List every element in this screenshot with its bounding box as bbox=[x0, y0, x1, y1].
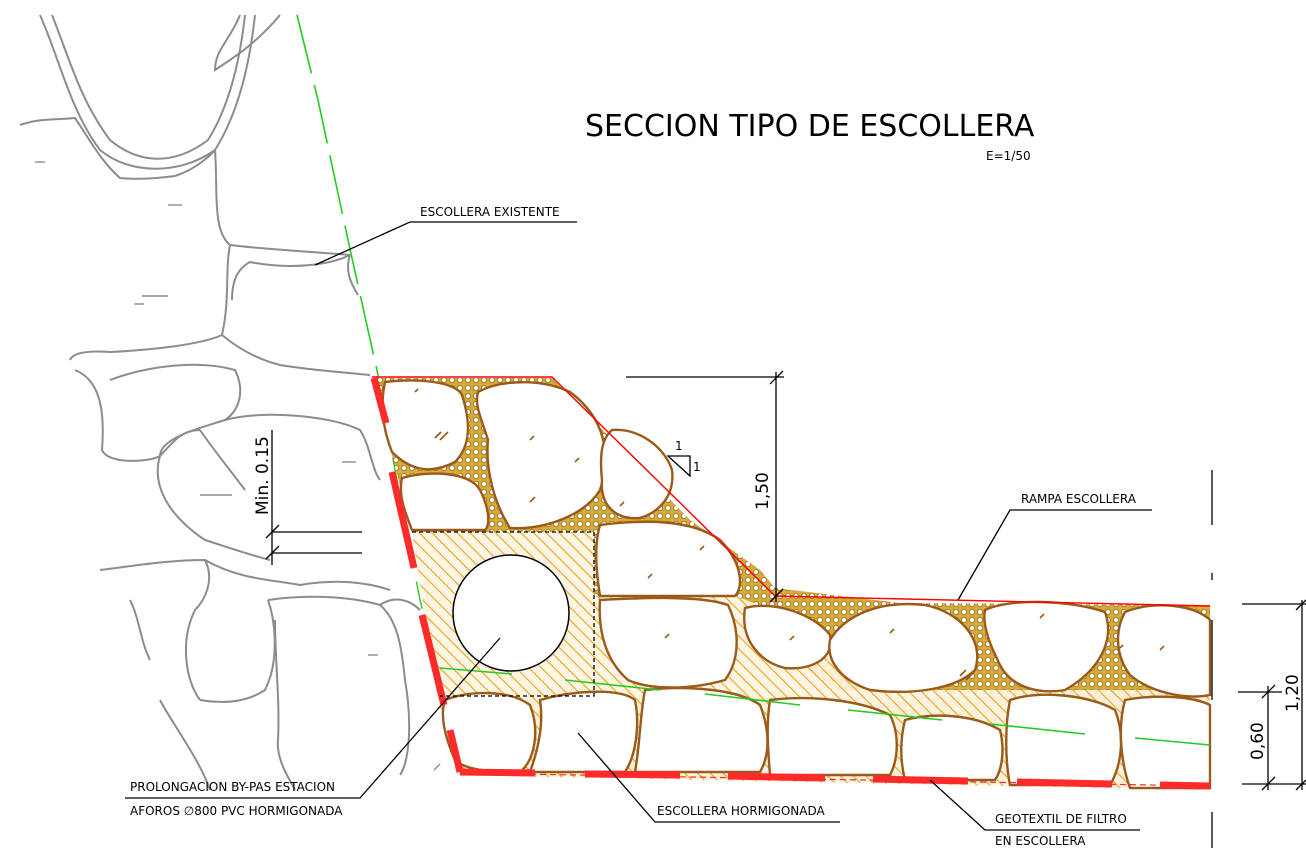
dimension-right bbox=[1211, 470, 1306, 848]
section-outline bbox=[372, 376, 1211, 607]
label-bypass-line2: AFOROS ∅800 PVC HORMIGONADA bbox=[130, 804, 343, 818]
green-ties bbox=[439, 667, 1211, 746]
existing-rockfill bbox=[19, 14, 441, 791]
geotextile-dash-line bbox=[459, 772, 1211, 787]
bypass-box bbox=[412, 531, 595, 697]
leader-escollera-hormigonada: ESCOLLERA HORMIGONADA bbox=[577, 732, 840, 823]
leader-geotextil: GEOTEXTIL DE FILTRO EN ESCOLLERA bbox=[929, 779, 1140, 848]
label-escollera-existente: ESCOLLERA EXISTENTE bbox=[420, 205, 560, 219]
label-rampa-escollera: RAMPA ESCOLLERA bbox=[1021, 492, 1137, 506]
slope-vertical-label: 1 bbox=[675, 439, 683, 453]
drawing-scale: E=1/50 bbox=[986, 149, 1031, 163]
label-escollera-hormigonada: ESCOLLERA HORMIGONADA bbox=[657, 804, 826, 818]
dimension-min-thickness-label: Min. 0.15 bbox=[253, 436, 273, 515]
leader-escollera-existente: ESCOLLERA EXISTENTE bbox=[314, 205, 577, 266]
label-bypass-line1: PROLONGACION BY-PAS ESTACION bbox=[130, 780, 335, 794]
drawing-title: SECCION TIPO DE ESCOLLERA bbox=[585, 109, 1035, 144]
escollera-rocks bbox=[381, 379, 1212, 790]
dimension-total-height-label: 1,20 bbox=[1283, 674, 1303, 712]
pvc-pipe bbox=[452, 554, 570, 672]
leader-bypass: PROLONGACION BY-PAS ESTACION AFOROS ∅800… bbox=[125, 637, 501, 818]
dimension-concrete-height-label: 0,60 bbox=[1248, 722, 1268, 760]
label-geotextil-line1: GEOTEXTIL DE FILTRO bbox=[995, 812, 1127, 826]
dimension-height-slope-label: 1,50 bbox=[753, 472, 773, 510]
dimension-height-slope bbox=[626, 370, 784, 603]
dimension-min-thickness bbox=[265, 430, 362, 565]
slope-indicator: 1 1 bbox=[666, 439, 701, 478]
slope-horizontal-label: 1 bbox=[693, 460, 701, 474]
label-geotextil-line2: EN ESCOLLERA bbox=[995, 834, 1086, 848]
rock-texture-marks bbox=[414, 388, 1165, 681]
leader-rampa-escollera: RAMPA ESCOLLERA bbox=[957, 492, 1152, 601]
